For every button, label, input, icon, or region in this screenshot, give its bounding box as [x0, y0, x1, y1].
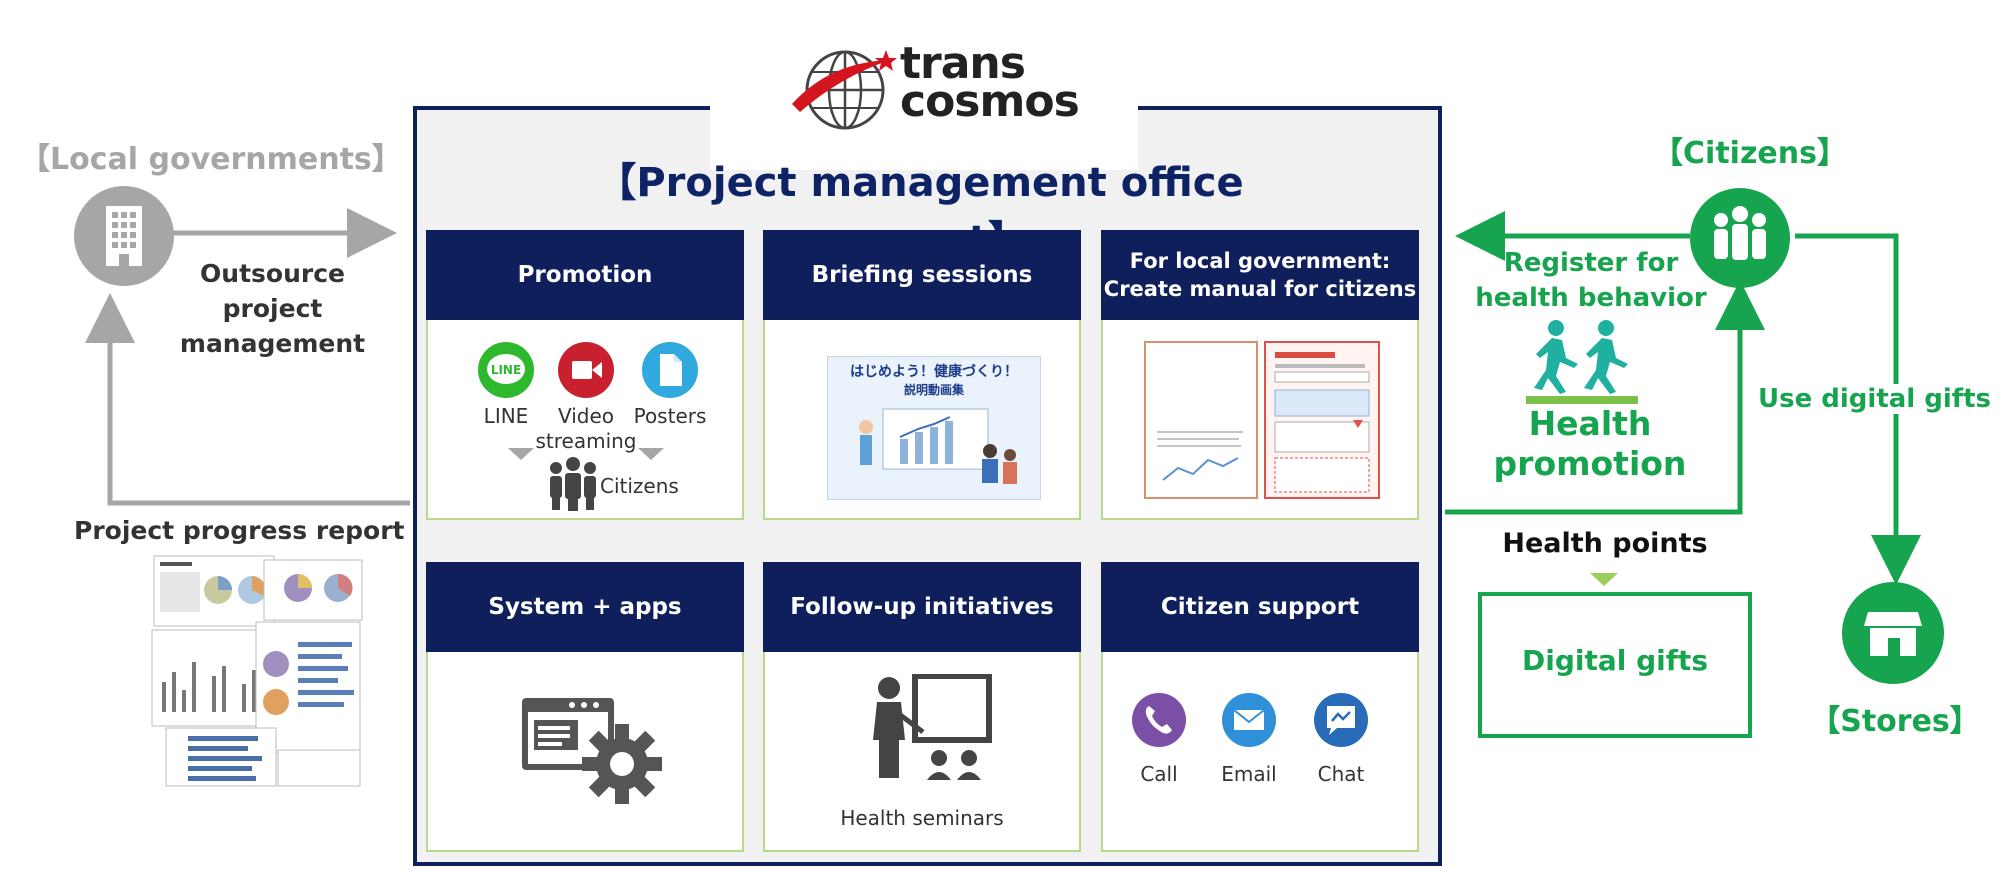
local-governments-title: 【Local governments】 [20, 142, 402, 177]
video-icon [558, 342, 614, 398]
card-system-title: System + apps [426, 562, 744, 652]
health-points-arrow [1590, 573, 1618, 586]
card-promotion-title: Promotion [426, 230, 744, 320]
logo-text-trans: trans [900, 38, 1026, 89]
citizens-group-icon [1690, 188, 1790, 288]
store-icon [1842, 582, 1944, 684]
register-label: Register for health behavior [1475, 248, 1707, 313]
citizens-title: 【Citizens】 [1653, 136, 1847, 171]
stores-title: 【Stores】 [1810, 704, 1980, 739]
email-icon [1222, 693, 1276, 747]
arrow-points [1445, 280, 1765, 515]
manual-pages-illustration [1144, 341, 1380, 499]
presentation-illustration [859, 408, 1017, 484]
arrow-report [85, 293, 410, 506]
health-points-label: Health points [1502, 528, 1708, 559]
label-email: Email [1221, 762, 1277, 786]
down-triangles [508, 448, 664, 460]
label-call: Call [1140, 762, 1178, 786]
runners-icon [1526, 320, 1638, 404]
system-gear-icon [522, 698, 662, 804]
label-health-seminars: Health seminars [840, 806, 1004, 830]
health-promotion-label: Health promotion [1493, 404, 1687, 483]
card-followup: Follow-up initiatives Health seminars [763, 562, 1081, 852]
transcosmos-globe-icon [792, 50, 897, 130]
label-video: Video streaming [535, 404, 637, 453]
use-gifts-label: Use digital gifts [1752, 384, 1997, 414]
arrow-use-gifts [1795, 233, 1921, 585]
call-icon [1132, 693, 1186, 747]
label-citizens: Citizens [600, 474, 679, 498]
poster-icon [642, 342, 698, 398]
label-posters: Posters [633, 404, 707, 428]
people-icon [550, 457, 596, 511]
label-line: LINE [483, 404, 529, 428]
briefing-jp-sub: 説明動画集 [903, 383, 964, 397]
briefing-thumbnail: はじめよう！健康づくり！ 説明動画集 [827, 356, 1041, 500]
seminar-icon [873, 674, 992, 780]
digital-gifts-label: Digital gifts [1522, 644, 1708, 677]
chat-icon [1314, 693, 1368, 747]
logo-area [710, 40, 1138, 170]
line-icon-text: LINE [491, 363, 521, 377]
card-system: System + apps [426, 562, 744, 852]
line-app-icon: LINE [478, 342, 534, 398]
progress-report-label: Project progress report [74, 516, 405, 545]
card-briefing-title: Briefing sessions [763, 230, 1081, 320]
card-promotion: Promotion LINE LINE Video streaming Post… [426, 230, 744, 520]
label-chat: Chat [1317, 762, 1365, 786]
outsource-label: Outsource project management [179, 259, 366, 358]
report-thumbnails [151, 555, 363, 787]
card-support: Citizen support Call Email Chat [1101, 562, 1419, 852]
briefing-jp-title: はじめよう！健康づくり！ [850, 364, 1018, 380]
digital-gifts-box [1478, 592, 1752, 738]
card-manual-title: For local government: Create manual for … [1101, 230, 1419, 320]
card-followup-title: Follow-up initiatives [763, 562, 1081, 652]
logo-text-cosmos: cosmos [900, 76, 1080, 127]
card-briefing: Briefing sessions はじめよう！健康づくり！ 説明動画集 [763, 230, 1081, 520]
card-manual: For local government: Create manual for … [1101, 230, 1419, 520]
building-icon [74, 186, 174, 286]
card-support-title: Citizen support [1101, 562, 1419, 652]
